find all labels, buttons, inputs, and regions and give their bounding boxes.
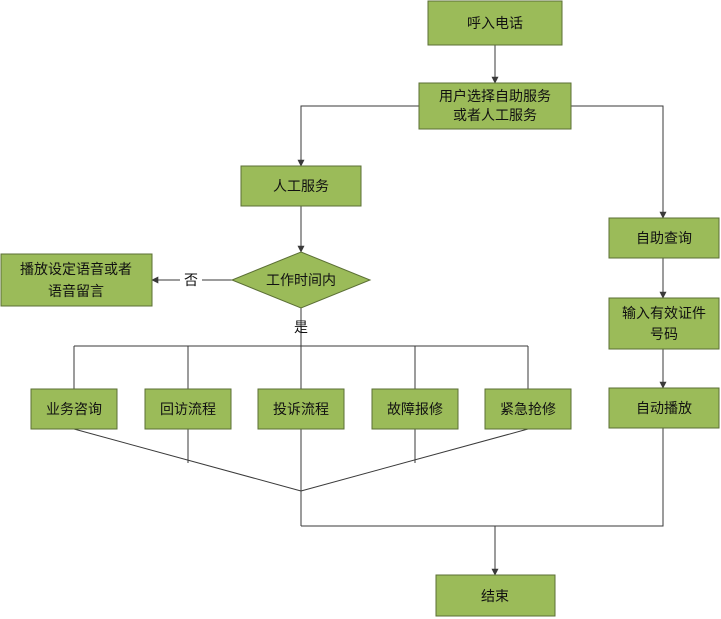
no-label-bg — [180, 269, 202, 289]
node-incoming-call: 呼入电话 — [427, 0, 563, 46]
node-choose-service-line-2: 或者人工服务 — [453, 108, 537, 124]
node-emergency-repair: 紧急抢修 — [484, 388, 572, 430]
node-return-visit: 回访流程 — [144, 388, 232, 430]
node-work-hours-decision: 工作时间内 — [230, 251, 372, 309]
node-fault-repair-label: 故障报修 — [387, 402, 443, 418]
node-complaint-label: 投诉流程 — [273, 402, 329, 418]
node-play-voice-line-2: 语音留言 — [48, 283, 104, 300]
connector-choice-to-manual — [297, 105, 419, 167]
node-incoming-call-label: 呼入电话 — [467, 16, 523, 32]
node-manual-service-label: 人工服务 — [273, 179, 329, 195]
node-manual-service: 人工服务 — [240, 165, 362, 207]
node-choose-service-line-1: 用户选择自助服务 — [439, 88, 551, 105]
node-choose-service: 用户选择自助服务 或者人工服务 — [418, 82, 572, 130]
node-self-query-label: 自助查询 — [636, 231, 692, 247]
node-emergency-repair-label: 紧急抢修 — [500, 401, 556, 418]
node-auto-play: 自动播放 — [608, 387, 720, 429]
node-play-voice: 播放设定语音或者 语音留言 — [0, 253, 153, 307]
node-auto-play-label: 自动播放 — [636, 401, 692, 417]
node-business-inquiry-label: 业务咨询 — [46, 402, 102, 418]
edge-label-yes: 是 — [294, 320, 308, 336]
node-fault-repair: 故障报修 — [371, 388, 459, 430]
node-play-voice-line-1: 播放设定语音或者 — [20, 261, 132, 278]
node-enter-id-line-1: 输入有效证件 — [622, 306, 706, 322]
node-work-hours-label: 工作时间内 — [266, 273, 336, 289]
node-self-query: 自助查询 — [608, 217, 720, 259]
node-complaint: 投诉流程 — [257, 388, 345, 430]
node-business-inquiry: 业务咨询 — [30, 388, 118, 430]
merge-5 — [300, 428, 529, 492]
connectors — [73, 45, 667, 576]
edge-label-no: 否 — [184, 273, 198, 289]
connector-autoplay-down — [301, 428, 664, 527]
connector-choice-to-self — [571, 105, 667, 219]
node-return-visit-label: 回访流程 — [160, 402, 216, 418]
node-end: 结束 — [435, 574, 556, 617]
node-enter-id-line-2: 号码 — [650, 327, 678, 343]
node-enter-id: 输入有效证件 号码 — [608, 297, 720, 350]
node-end-label: 结束 — [481, 589, 509, 605]
